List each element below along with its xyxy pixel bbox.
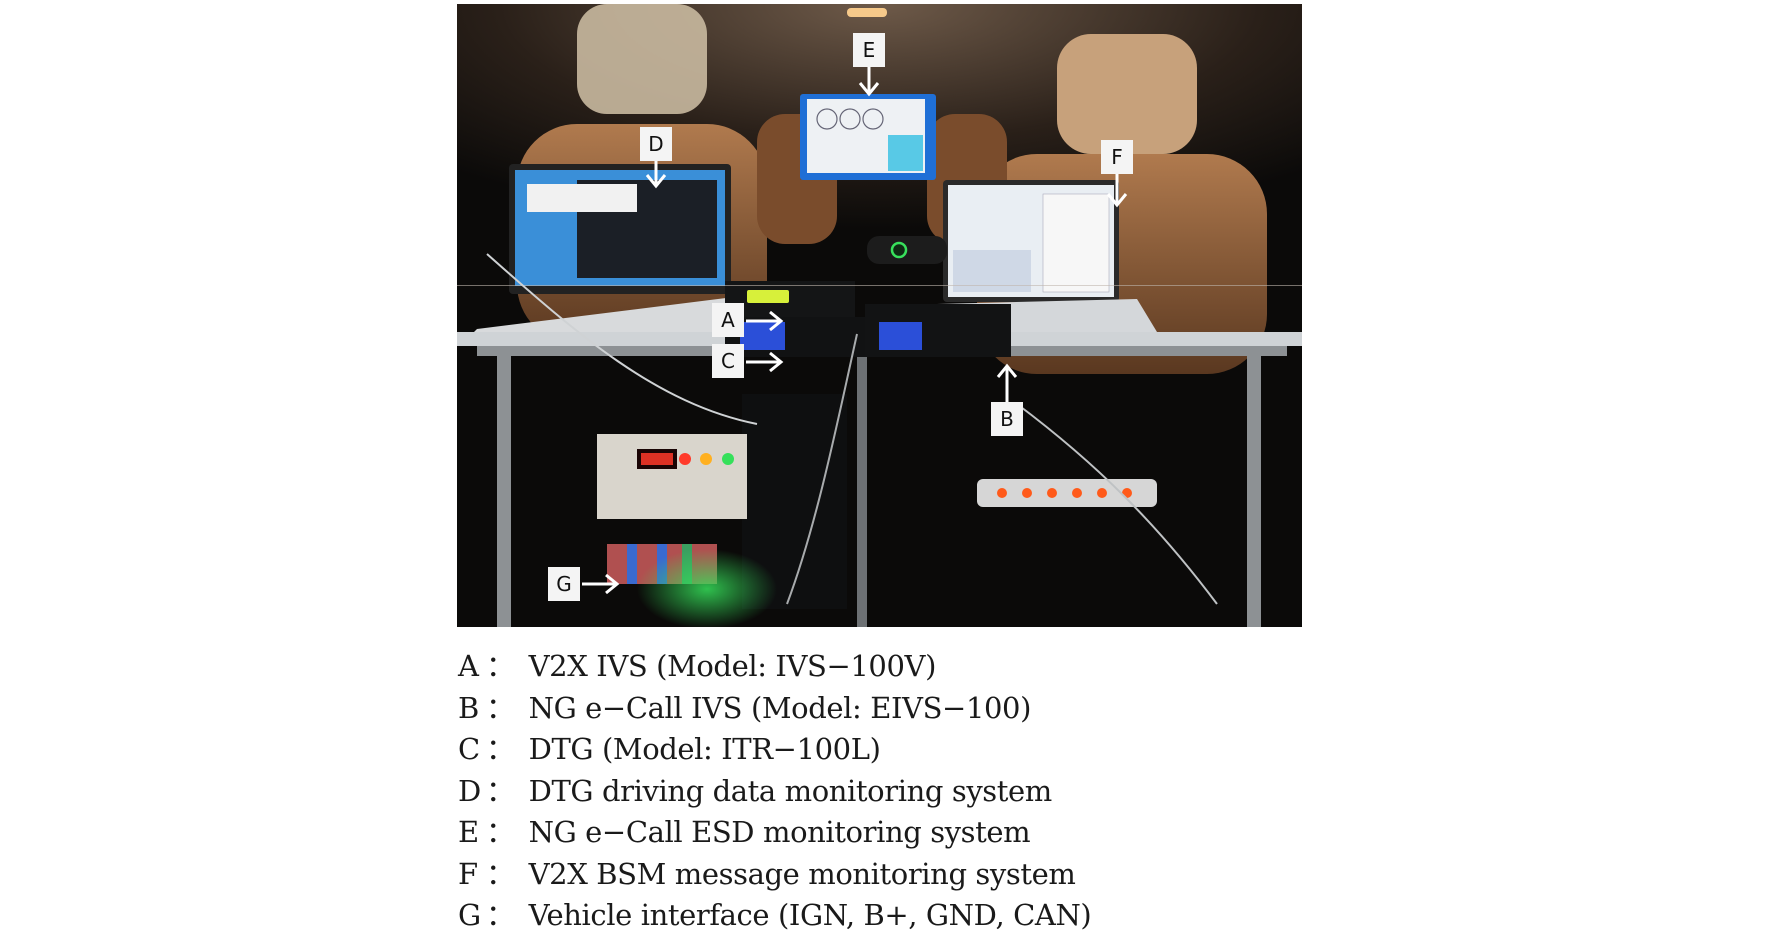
legend-text: DTG driving data monitoring system (528, 773, 1053, 808)
callout-d: D (640, 127, 672, 161)
legend-separator: ： (486, 649, 515, 683)
legend-item-e: E： NG e−Call ESD monitoring system (458, 812, 1091, 854)
legend-key: G (458, 898, 481, 932)
legend-key: E (458, 815, 479, 849)
figure-legend: A：V2X IVS (Model: IVS−100V) B：NG e−Call … (458, 646, 1092, 937)
legend-item-c: C： DTG (Model: ITR−100L) (458, 729, 1091, 771)
legend-separator: ： (486, 690, 515, 725)
legend-key: B (458, 690, 479, 725)
callout-a: A (712, 303, 744, 337)
callout-f: F (1101, 140, 1133, 174)
legend-item-f: F： V2X BSM message monitoring system (458, 854, 1091, 896)
legend-text: V2X IVS (Model: IVS−100V) (528, 649, 937, 683)
callout-g: G (548, 567, 580, 601)
legend-separator: ： (486, 773, 515, 808)
legend-item-b: B： NG e−Call IVS (Model: EIVS−100) (458, 688, 1091, 730)
callout-b: B (991, 402, 1023, 436)
callout-c: C (712, 344, 744, 378)
legend-text: V2X BSM message monitoring system (528, 856, 1076, 891)
legend-key: D (458, 773, 481, 808)
legend-text: NG e−Call ESD monitoring system (528, 815, 1031, 849)
legend-separator: ： (486, 732, 515, 766)
setup-photograph (457, 4, 1302, 627)
legend-separator: ： (486, 898, 515, 932)
legend-key: F (458, 856, 478, 891)
legend-text: DTG (Model: ITR−100L) (528, 732, 881, 766)
legend-separator: ： (486, 856, 515, 891)
legend-item-d: D： DTG driving data monitoring system (458, 771, 1091, 813)
legend-item-a: A： V2X IVS (Model: IVS−100V) (458, 646, 1091, 688)
legend-key: A (458, 649, 479, 683)
vehicle-interior-scene (457, 4, 1302, 627)
legend-item-g: G： Vehicle interface (IGN, B+, GND, CAN) (458, 895, 1092, 937)
legend-text: NG e−Call IVS (Model: EIVS−100) (528, 690, 1032, 725)
legend-key: C (458, 732, 480, 766)
legend-text: Vehicle interface (IGN, B+, GND, CAN) (528, 898, 1092, 932)
callout-e: E (853, 33, 885, 67)
legend-separator: ： (486, 815, 515, 849)
